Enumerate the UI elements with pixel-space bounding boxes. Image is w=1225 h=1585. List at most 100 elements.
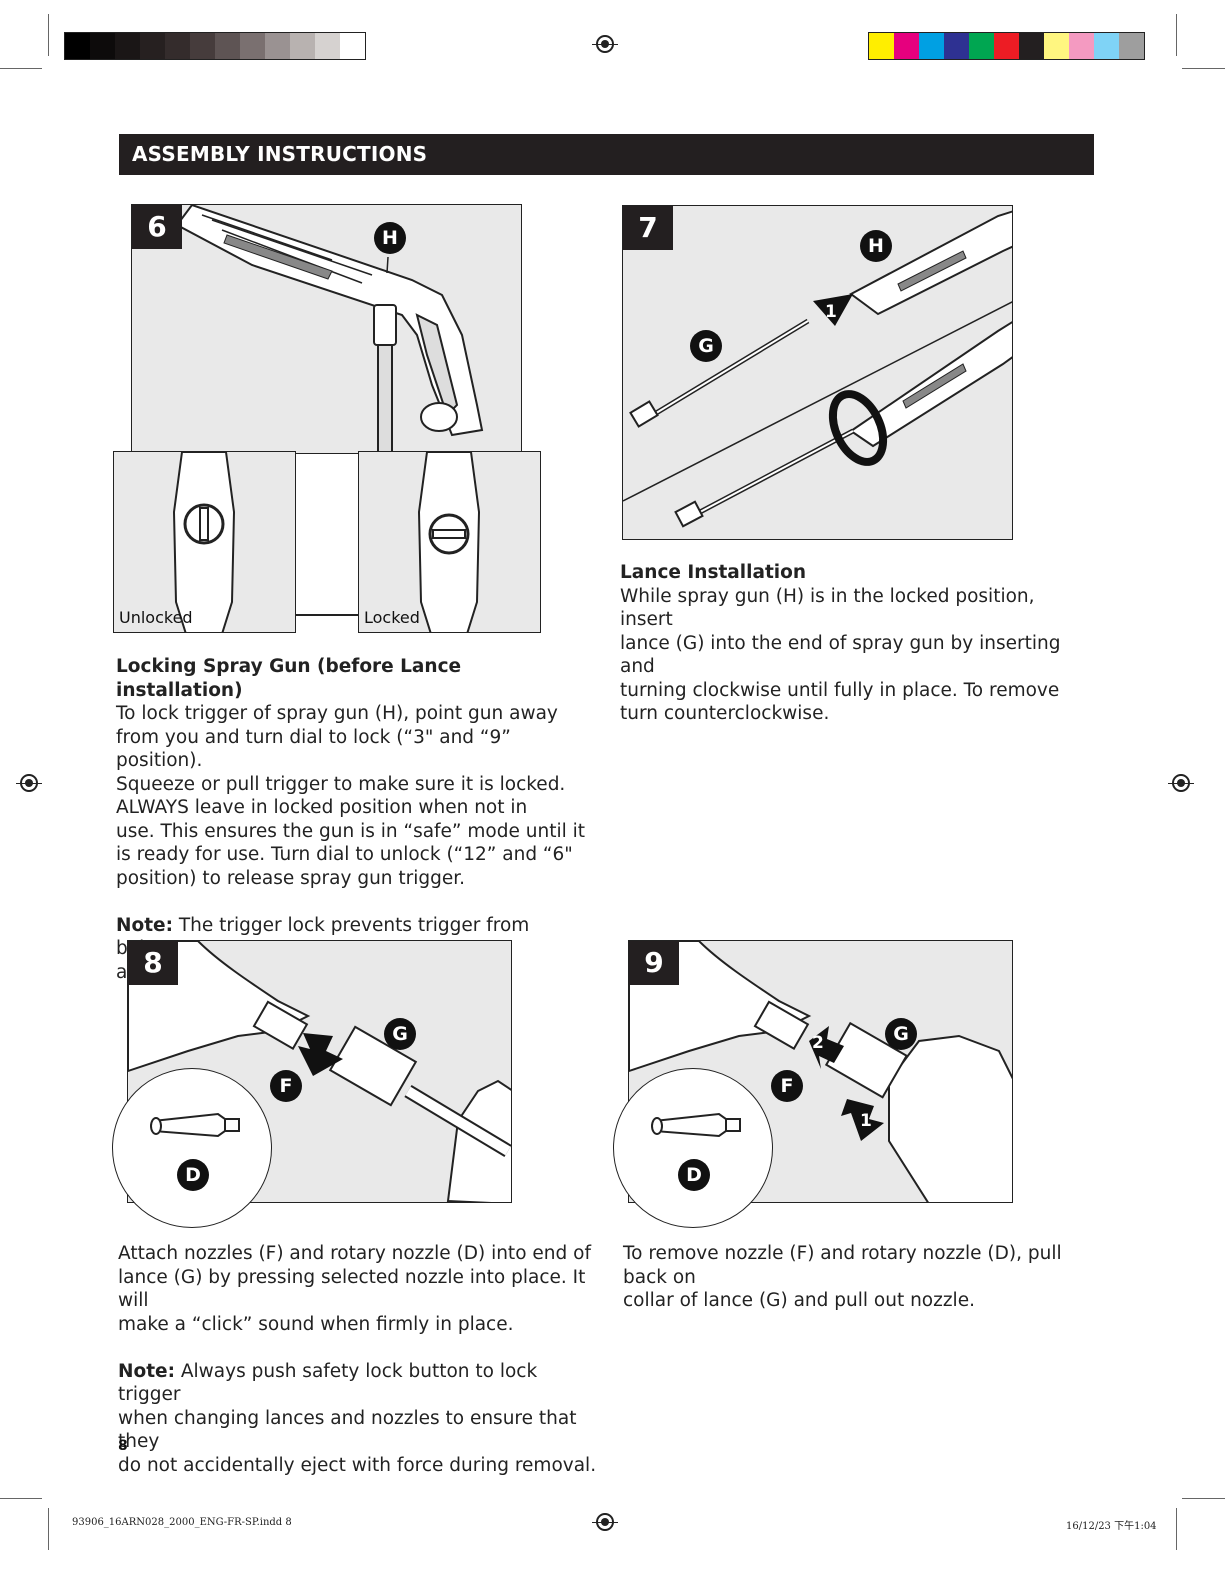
- section-header: ASSEMBLY INSTRUCTIONS: [119, 134, 1094, 175]
- step9-line: To remove nozzle (F) and rotary nozzle (…: [623, 1243, 1062, 1288]
- process-color-bar: [868, 32, 1145, 60]
- step6-text: Locking Spray Gun (before Lance installa…: [116, 655, 586, 984]
- step6-line: is ready for use. Turn dial to unlock (“…: [116, 844, 573, 865]
- step8-note-line: when changing lances and nozzles to ensu…: [118, 1407, 577, 1453]
- step6-line: from you and turn dial to lock (“3" and …: [116, 726, 511, 772]
- step-number: 9: [629, 941, 679, 985]
- registration-mark-icon: [592, 35, 618, 53]
- step8-line: make a “click” sound when firmly in plac…: [118, 1313, 514, 1335]
- note-label: Note:: [116, 914, 173, 936]
- color-swatch: [869, 33, 894, 59]
- note-label: Note:: [118, 1360, 175, 1382]
- color-swatch: [265, 33, 290, 59]
- locked-inset: Locked: [358, 451, 541, 633]
- crop-mark: [48, 14, 49, 56]
- dial-locked-illustration: [417, 452, 481, 632]
- callout-g: G: [885, 1018, 917, 1050]
- color-swatch: [340, 33, 365, 59]
- rotary-nozzle-illustration: [150, 1112, 240, 1138]
- color-swatch: [65, 33, 90, 59]
- step6-line: use. This ensures the gun is in “safe” m…: [116, 820, 586, 842]
- callout-h: H: [860, 230, 892, 262]
- step-number: 7: [623, 206, 673, 250]
- color-swatch: [969, 33, 994, 59]
- crop-mark: [1182, 68, 1225, 69]
- rotary-nozzle-inset: D: [613, 1068, 773, 1228]
- step8-note-line: do not accidentally eject with force dur…: [118, 1454, 597, 1476]
- rotary-nozzle-illustration: [651, 1112, 741, 1138]
- arrow-step-label: 1: [825, 302, 837, 322]
- step-number: 8: [128, 941, 178, 985]
- step7-line: turning clockwise until fully in place. …: [620, 679, 1060, 701]
- inset-connector: [296, 614, 360, 616]
- color-swatch: [1094, 33, 1119, 59]
- color-swatch: [140, 33, 165, 59]
- color-swatch: [190, 33, 215, 59]
- callout-g: G: [690, 330, 722, 362]
- step6-heading: Locking Spray Gun (before Lance installa…: [116, 656, 462, 701]
- color-swatch: [240, 33, 265, 59]
- callout-g: G: [384, 1018, 416, 1050]
- dial-unlocked-illustration: [172, 452, 236, 632]
- color-swatch: [919, 33, 944, 59]
- step6-line: Squeeze or pull trigger to make sure it …: [116, 773, 566, 795]
- arrow-step-label: 1: [860, 1111, 872, 1131]
- nozzle-remove-illustration: [629, 941, 1012, 1202]
- lance-installation-illustration: [623, 210, 1012, 528]
- registration-mark-icon: [592, 1513, 618, 1531]
- step8-line: Attach nozzles (F) and rotary nozzle (D)…: [118, 1243, 591, 1264]
- unlocked-inset: Unlocked: [113, 451, 296, 633]
- callout-h: H: [374, 222, 406, 254]
- color-swatch: [994, 33, 1019, 59]
- color-swatch: [1119, 33, 1144, 59]
- color-swatch: [165, 33, 190, 59]
- registration-mark-icon: [1168, 774, 1194, 792]
- color-swatch: [1044, 33, 1069, 59]
- step7-line: turn counterclockwise.: [620, 703, 830, 724]
- footer-filename: 93906_16ARN028_2000_ENG-FR-SP.indd 8: [72, 1517, 292, 1528]
- crop-mark: [48, 1508, 49, 1550]
- page-number: 8: [118, 1438, 128, 1454]
- locked-label: Locked: [364, 608, 420, 627]
- callout-d: D: [678, 1159, 710, 1191]
- crop-mark: [0, 68, 42, 69]
- section-title: ASSEMBLY INSTRUCTIONS: [132, 142, 428, 166]
- color-swatch: [1069, 33, 1094, 59]
- step8-line: lance (G) by pressing selected nozzle in…: [118, 1266, 586, 1312]
- crop-mark: [1176, 14, 1177, 56]
- color-swatch: [315, 33, 340, 59]
- spray-gun-illustration: [175, 205, 484, 453]
- step6-figure: 6 H: [131, 204, 522, 454]
- step7-text: Lance Installation While spray gun (H) i…: [620, 561, 1090, 726]
- crop-mark: [1182, 1498, 1225, 1499]
- arrow-step-label: 2: [812, 1033, 824, 1053]
- callout-f: F: [270, 1070, 302, 1102]
- step6-line: position) to release spray gun trigger.: [116, 867, 466, 889]
- crop-mark: [0, 1498, 42, 1499]
- note-text: Always push safety lock button to lock t…: [118, 1360, 538, 1406]
- color-swatch: [115, 33, 140, 59]
- step8-text: Attach nozzles (F) and rotary nozzle (D)…: [118, 1242, 598, 1477]
- color-swatch: [290, 33, 315, 59]
- step6-line: ALWAYS leave in locked position when not…: [116, 797, 528, 818]
- rotary-nozzle-inset: D: [112, 1068, 272, 1228]
- color-swatch: [215, 33, 240, 59]
- callout-f: F: [771, 1070, 803, 1102]
- color-swatch: [944, 33, 969, 59]
- footer-date: 16/12/23 下午1:04: [1066, 1521, 1157, 1532]
- step7-line: lance (G) into the end of spray gun by i…: [620, 632, 1061, 678]
- crop-mark: [1176, 1508, 1177, 1550]
- color-swatch: [90, 33, 115, 59]
- color-swatch: [1019, 33, 1044, 59]
- grayscale-color-bar: [64, 32, 366, 60]
- step7-heading: Lance Installation: [620, 562, 807, 583]
- callout-d: D: [177, 1159, 209, 1191]
- unlocked-label: Unlocked: [119, 608, 193, 627]
- color-swatch: [894, 33, 919, 59]
- step7-line: While spray gun (H) is in the locked pos…: [620, 585, 1035, 631]
- step9-line: collar of lance (G) and pull out nozzle.: [623, 1290, 975, 1311]
- step6-line: To lock trigger of spray gun (H), point …: [116, 703, 558, 724]
- step-number: 6: [132, 205, 182, 249]
- step7-figure: 7 H G 1: [622, 205, 1013, 540]
- step9-text: To remove nozzle (F) and rotary nozzle (…: [623, 1242, 1103, 1313]
